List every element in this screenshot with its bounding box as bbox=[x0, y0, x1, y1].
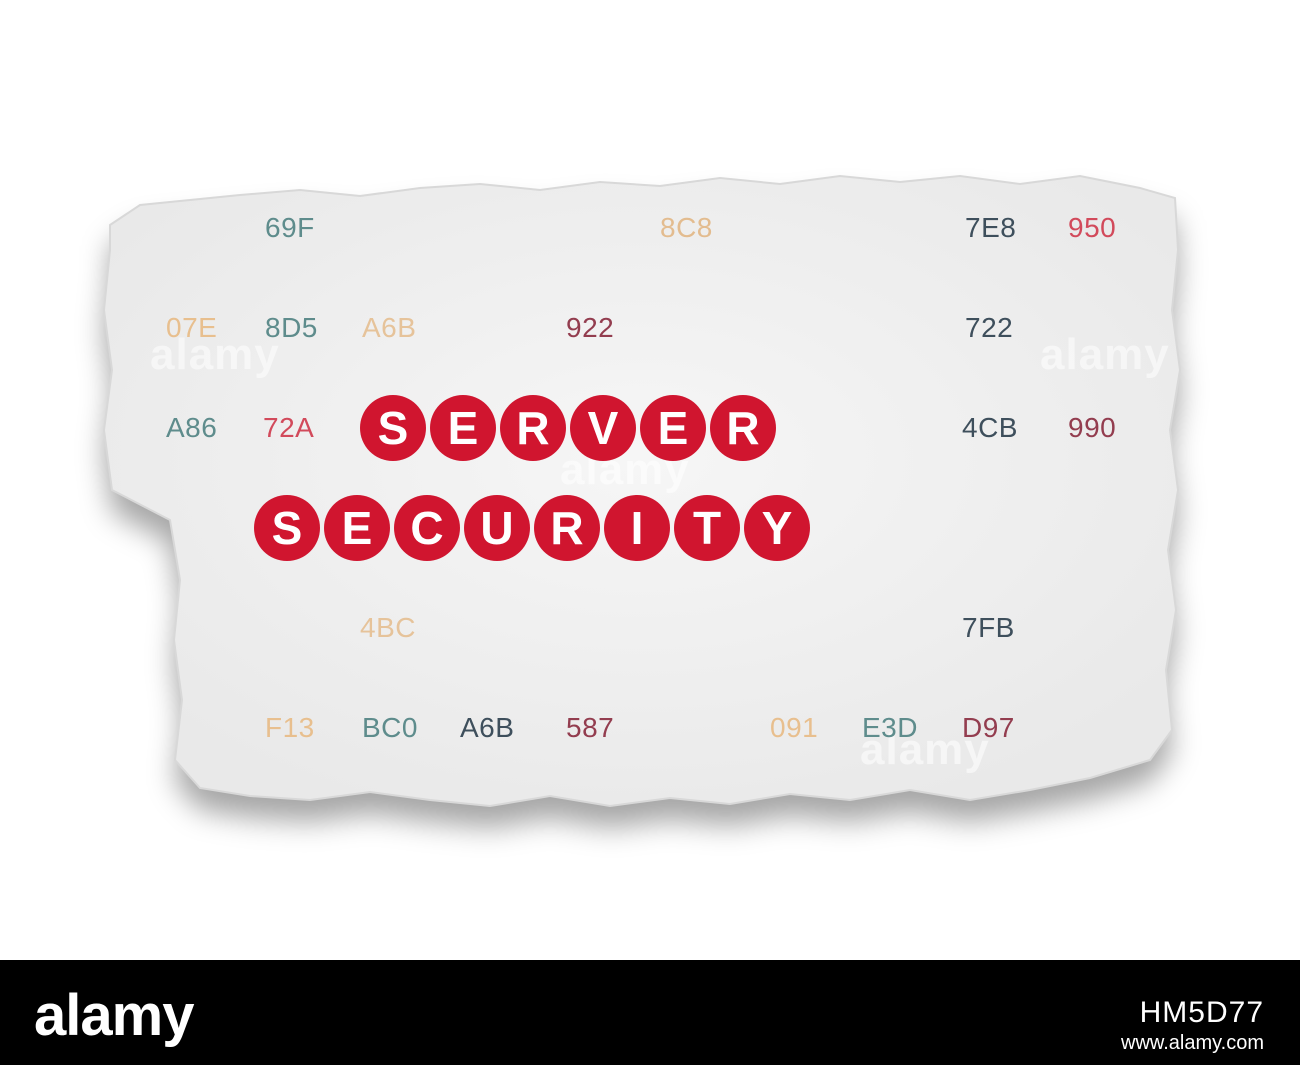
hex-code: A86 bbox=[166, 412, 218, 443]
hex-code: 4CB bbox=[962, 412, 1018, 443]
hex-code: 7FB bbox=[962, 612, 1015, 643]
hex-code: 587 bbox=[566, 712, 615, 743]
hex-code: 4BC bbox=[360, 612, 416, 643]
letter-circle: S bbox=[360, 395, 426, 461]
letter-circle: C bbox=[394, 495, 460, 561]
hex-code: 07E bbox=[166, 312, 218, 343]
letter-circle: Y bbox=[744, 495, 810, 561]
hex-code: 8D5 bbox=[265, 312, 318, 343]
letter-circle: V bbox=[570, 395, 636, 461]
letter-circle: R bbox=[534, 495, 600, 561]
letter-circle: I bbox=[604, 495, 670, 561]
watermark: alamy bbox=[150, 330, 280, 379]
footer-bar: alamy HM5D77 www.alamy.com bbox=[0, 960, 1300, 1065]
hex-code: E3D bbox=[862, 712, 918, 743]
letter-circle: E bbox=[430, 395, 496, 461]
hex-code: D97 bbox=[962, 712, 1015, 743]
letter-circle: U bbox=[464, 495, 530, 561]
hex-code: F13 bbox=[265, 712, 315, 743]
hex-code: 8C8 bbox=[660, 212, 713, 243]
hex-code: 950 bbox=[1068, 212, 1117, 243]
letter-circle: E bbox=[640, 395, 706, 461]
letter-circle: T bbox=[674, 495, 740, 561]
watermark: alamy bbox=[860, 725, 990, 774]
letter-circle: S bbox=[254, 495, 320, 561]
hex-code: A6B bbox=[362, 312, 417, 343]
hex-code: 69F bbox=[265, 212, 315, 243]
footer-logo: alamy bbox=[34, 983, 194, 1048]
hex-code: 72A bbox=[263, 412, 315, 443]
letter-circle: R bbox=[500, 395, 566, 461]
paper-sheet bbox=[102, 174, 1182, 808]
letter-circle: R bbox=[710, 395, 776, 461]
hex-code: 722 bbox=[965, 312, 1014, 343]
hex-code: A6B bbox=[460, 712, 515, 743]
hex-code: 922 bbox=[566, 312, 615, 343]
letter-circle: E bbox=[324, 495, 390, 561]
watermark: alamy bbox=[1040, 330, 1170, 379]
footer-url: www.alamy.com bbox=[1121, 1032, 1264, 1054]
hex-code: 7E8 bbox=[965, 212, 1017, 243]
image-id: HM5D77 bbox=[1139, 996, 1264, 1029]
hex-code: 091 bbox=[770, 712, 819, 743]
hex-code: BC0 bbox=[362, 712, 418, 743]
hex-code: 990 bbox=[1068, 412, 1117, 443]
